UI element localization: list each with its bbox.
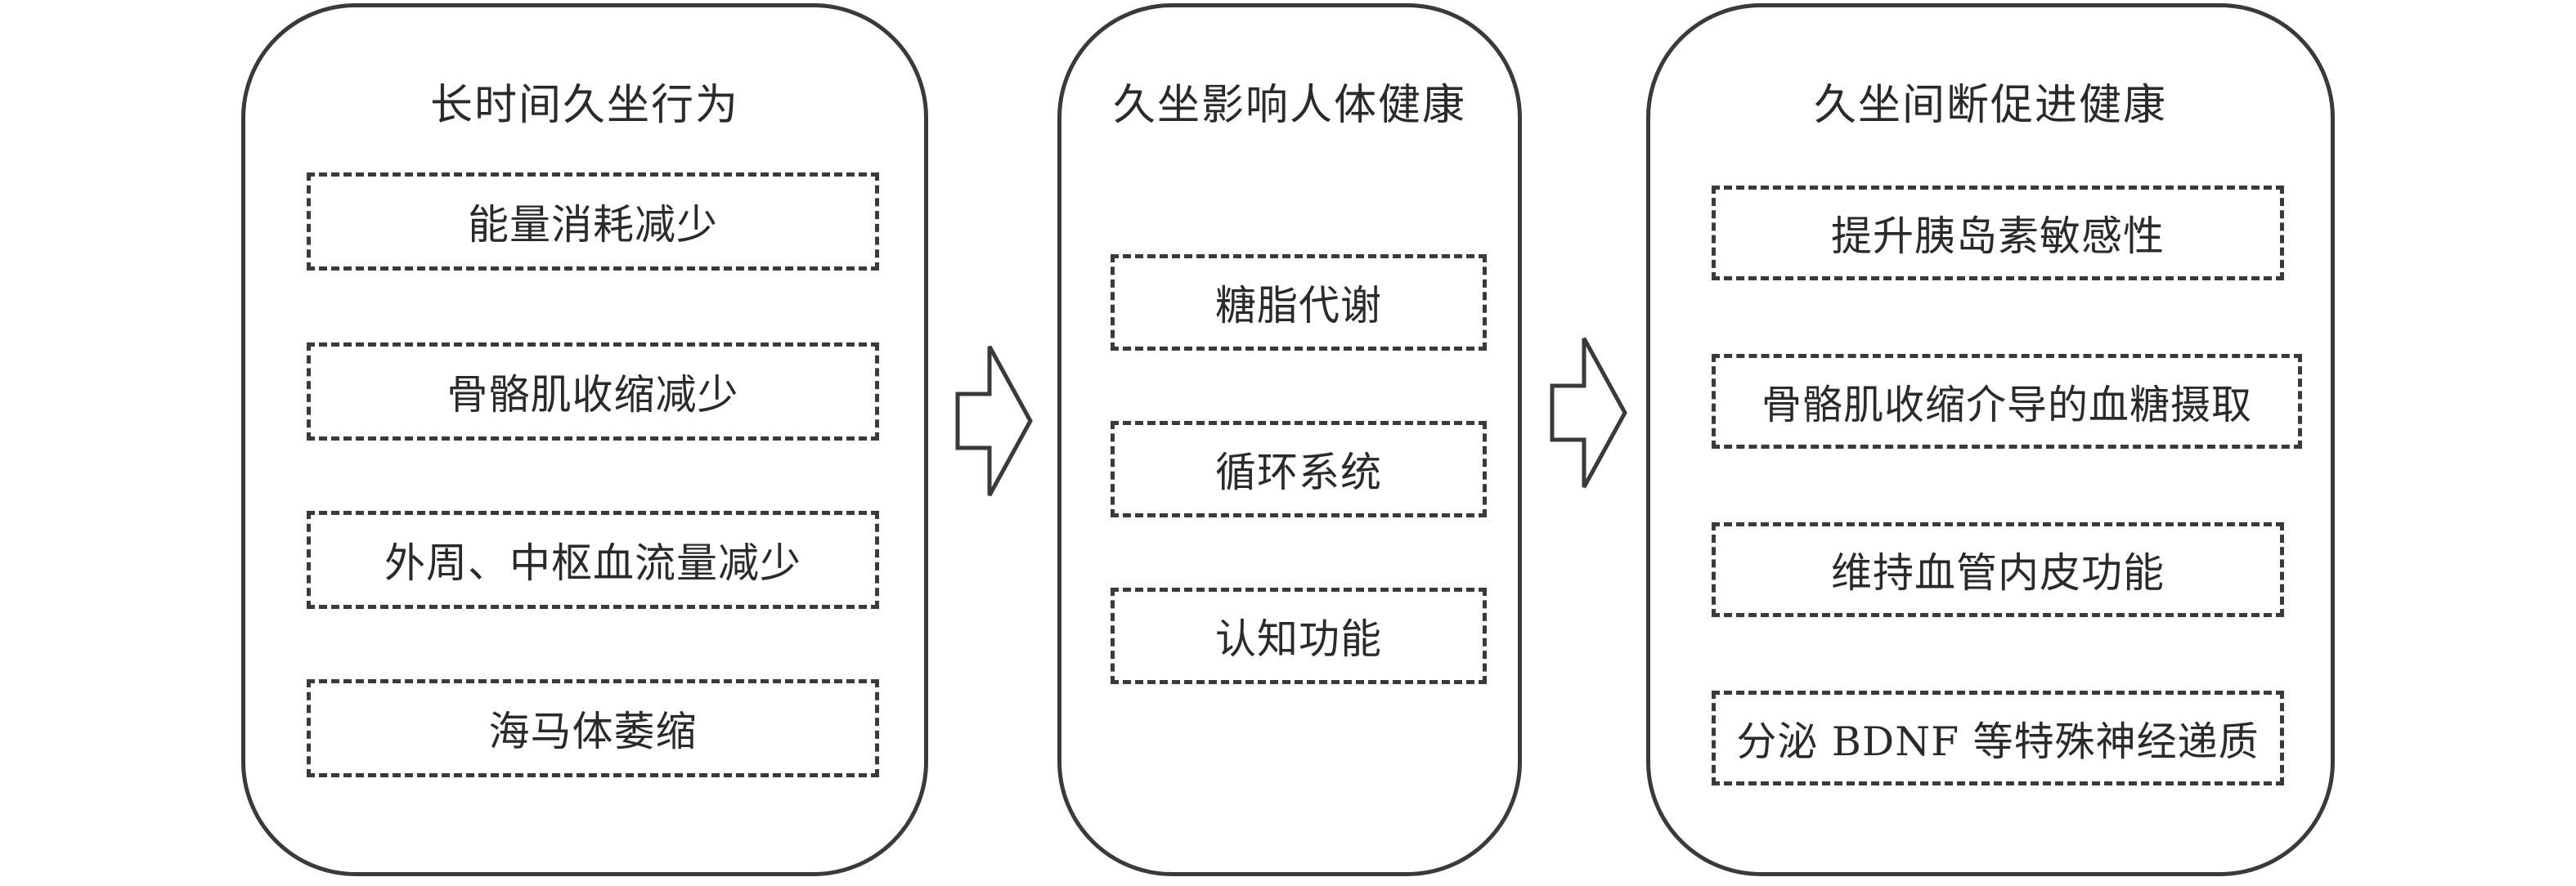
item-box: 认知功能 [1111,588,1487,684]
item-box: 海马体萎缩 [307,679,879,777]
item-box: 循环系统 [1111,421,1487,517]
arrow-right-icon [1550,337,1627,489]
item-box: 维持血管内皮功能 [1712,522,2284,617]
item-box: 外周、中枢血流量减少 [307,511,879,609]
item-box: 糖脂代谢 [1111,254,1487,351]
item-box: 骨骼肌收缩介导的血糖摄取 [1712,354,2302,449]
arrow-right-icon [955,345,1033,497]
panel-health-impact: 久坐影响人体健康 糖脂代谢 循环系统 认知功能 [1057,3,1522,876]
panel-title: 长时间久坐行为 [429,81,739,130]
panel-title: 久坐间断促进健康 [1813,81,2167,130]
panel-title: 久坐影响人体健康 [1112,81,1466,130]
item-box: 能量消耗减少 [307,172,879,271]
panel-break-sedentary-health: 久坐间断促进健康 提升胰岛素敏感性 骨骼肌收缩介导的血糖摄取 维持血管内皮功能 … [1646,3,2335,876]
item-box: 分泌 BDNF 等特殊神经递质 [1712,691,2284,785]
panel-sedentary-behavior: 长时间久坐行为 能量消耗减少 骨骼肌收缩减少 外周、中枢血流量减少 海马体萎缩 [241,3,928,876]
item-box: 骨骼肌收缩减少 [307,342,879,441]
item-box: 提升胰岛素敏感性 [1712,186,2284,280]
